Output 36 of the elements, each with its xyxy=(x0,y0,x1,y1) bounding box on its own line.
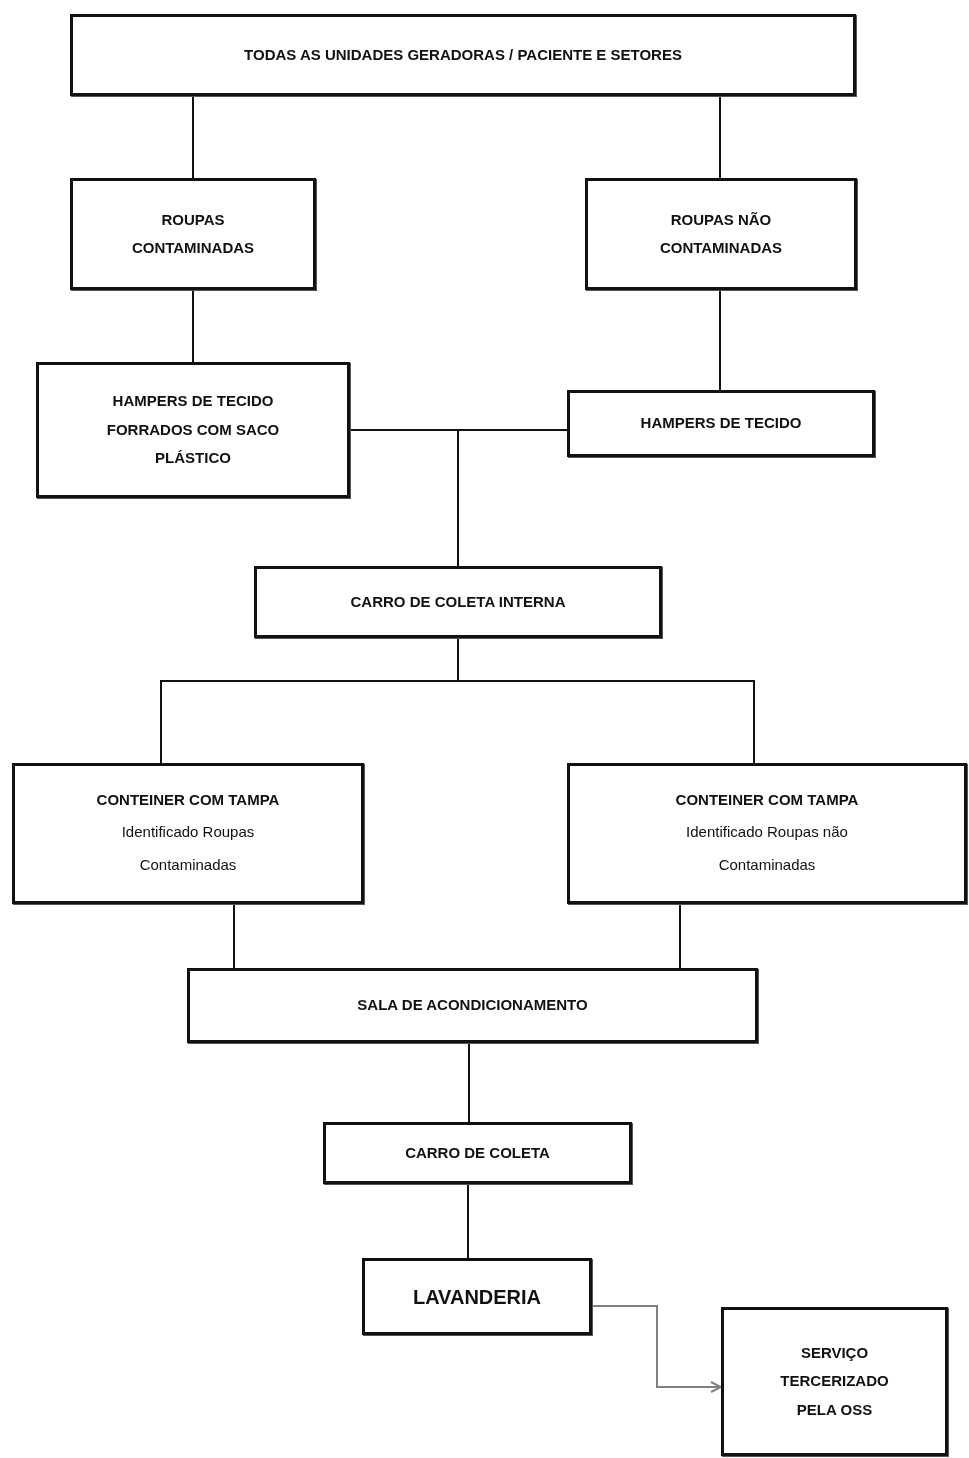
box-title: HAMPERS DE TECIDO xyxy=(640,413,802,434)
box-title: ROUPAS NÃO CONTAMINADAS xyxy=(658,209,784,258)
process-box xyxy=(323,1122,632,1184)
process-box xyxy=(254,566,662,638)
connector-line xyxy=(192,289,194,363)
connector-line xyxy=(457,429,568,567)
process-box xyxy=(567,390,875,457)
process-box xyxy=(12,763,364,904)
box-title: LAVANDERIA xyxy=(412,1284,542,1310)
process-box xyxy=(70,178,316,290)
process-box xyxy=(567,763,967,904)
box-title: ROUPAS CONTAMINADAS xyxy=(130,209,256,258)
process-box xyxy=(585,178,857,290)
box-title: CONTEINER COM TAMPA xyxy=(675,790,859,811)
box-title: SALA DE ACONDICIONAMENTO xyxy=(357,995,588,1016)
box-title: CARRO DE COLETA xyxy=(405,1142,550,1163)
box-title: HAMPERS DE TECIDO FORRADOS COM SACO PLÁSTICO xyxy=(105,391,281,469)
arrow xyxy=(591,1305,722,1393)
connector-line xyxy=(719,95,721,179)
connector-line xyxy=(467,1183,469,1259)
connector-line xyxy=(468,1042,470,1123)
box-title: CONTEINER COM TAMPA xyxy=(96,790,280,811)
process-box xyxy=(721,1307,948,1456)
box-description: Identificado Roupas Contaminadas xyxy=(120,821,256,875)
box-title: TODAS AS UNIDADES GERADORAS / PACIENTE E SETORES xyxy=(244,44,682,65)
process-box xyxy=(187,968,758,1043)
connector-line xyxy=(233,903,235,969)
box-title: SERVIÇO TERCERIZADO PELA OSS xyxy=(779,1342,890,1420)
connector-line xyxy=(679,903,681,969)
connector-line xyxy=(192,95,194,179)
connector-line xyxy=(719,289,721,391)
process-box xyxy=(362,1258,592,1335)
process-box xyxy=(36,362,350,498)
box-description: Identificado Roupas não Contaminadas xyxy=(685,821,849,875)
box-title: CARRO DE COLETA INTERNA xyxy=(350,591,566,612)
process-box xyxy=(70,14,856,96)
